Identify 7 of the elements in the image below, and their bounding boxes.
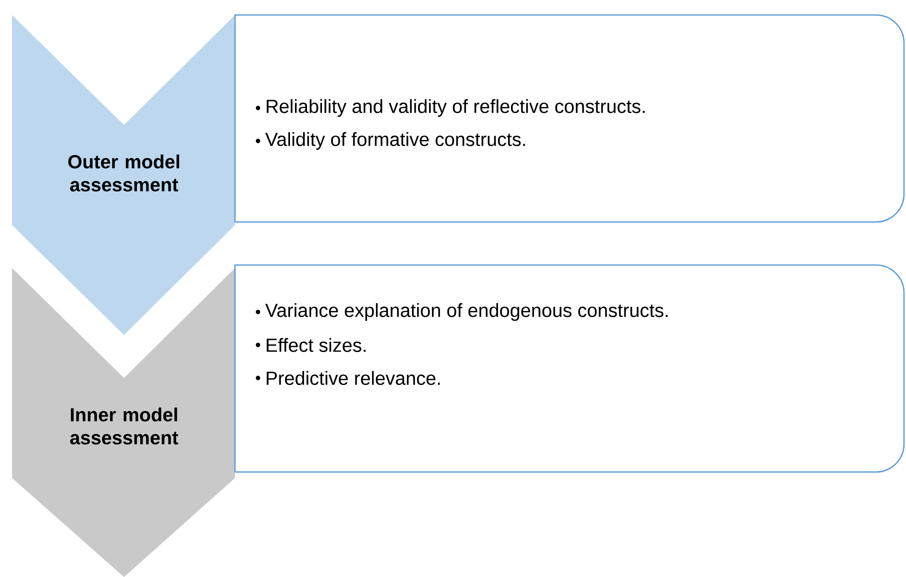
bullet-item: Effect sizes.	[256, 338, 366, 352]
bullet-item: Validity of formative constructs.	[256, 132, 525, 150]
bullet-item: Predictive relevance.	[256, 371, 440, 385]
content-box	[234, 264, 905, 473]
content-box	[234, 14, 905, 223]
bullet-item: Reliability and validity of reflective constructs.	[256, 99, 645, 117]
bullet-item: Variance explanation of endogenous constructs.	[256, 303, 668, 321]
